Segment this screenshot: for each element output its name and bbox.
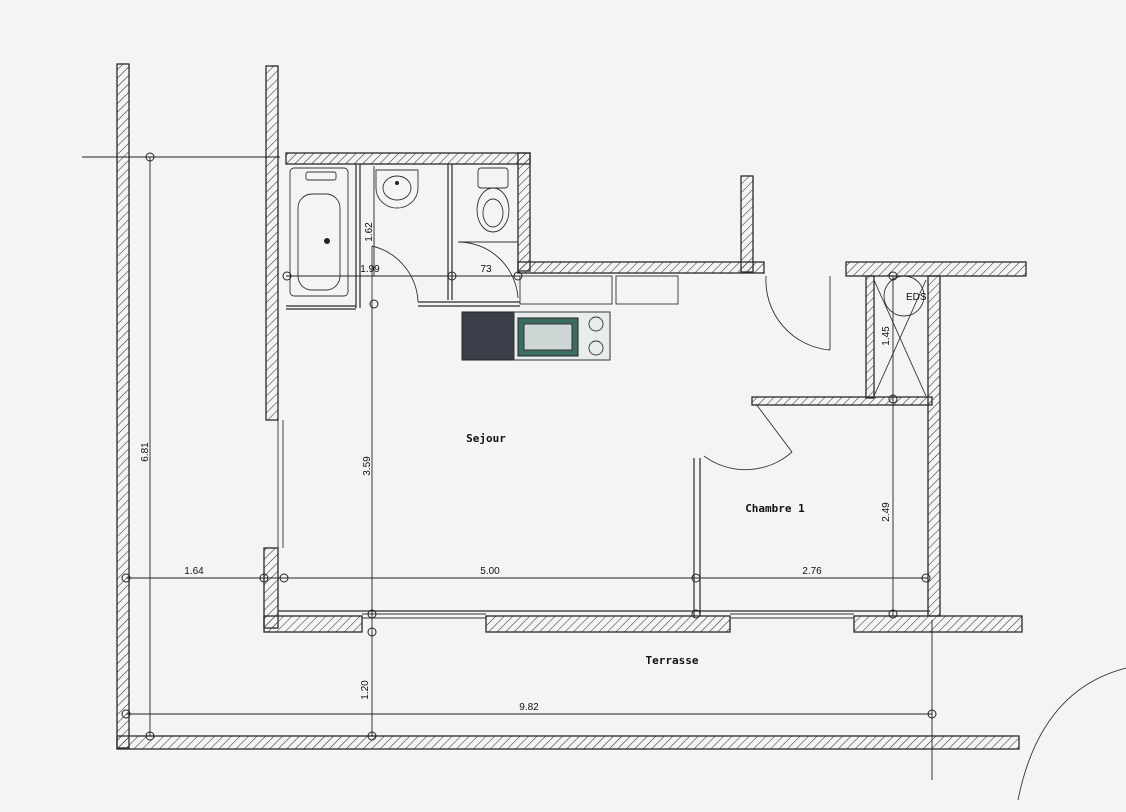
wall-front-2 (485, 615, 731, 633)
room-label-sejour: Sejour (466, 432, 506, 445)
terrace-arc (1017, 667, 1126, 801)
entry-door (765, 275, 831, 351)
fixtures (289, 167, 925, 361)
bathtub-icon (289, 167, 349, 297)
chambre-door (703, 403, 793, 471)
wall-front-3 (853, 615, 1023, 633)
room-label-chambre: Chambre 1 (745, 502, 805, 515)
wall-terrace-bottom (116, 735, 1020, 750)
eds-label: EDS (906, 292, 927, 303)
wall-top-bathroom (285, 152, 531, 165)
toilet-icon (476, 167, 510, 233)
dim-closet-height: 1.45 (881, 326, 892, 346)
room-labels: Sejour Chambre 1 Terrasse EDS (466, 292, 927, 667)
dim-chambre-depth: 2.49 (881, 502, 892, 522)
partitions (277, 164, 930, 619)
wall-chambre-top (751, 396, 933, 406)
kitchen-cabinets (519, 275, 679, 305)
wall-right (927, 275, 941, 617)
sink-icon (375, 169, 419, 209)
doors (371, 241, 1126, 801)
wall-wc-right (517, 152, 531, 272)
wall-far-left (116, 63, 130, 749)
bathroom-door (371, 245, 419, 303)
dim-sejour-depth: 3.59 (362, 456, 373, 476)
hob-icon (461, 311, 515, 361)
dim-sejour-width: 5.00 (480, 566, 500, 577)
water-heater-icon (883, 275, 925, 317)
wall-front-1 (263, 615, 363, 633)
dim-bath-height: 1.62 (364, 222, 375, 242)
wall-left-upper (265, 65, 279, 421)
dim-total-width: 9.82 (519, 702, 539, 713)
dim-wc-width: 73 (480, 264, 492, 275)
dimension-labels: 6.81 3.59 1.62 1.99 73 1.45 2.49 1.64 5.… (140, 222, 892, 713)
dimension-lines (82, 156, 933, 780)
dim-total-height: 6.81 (140, 442, 151, 462)
wall-closet-inner (865, 275, 875, 399)
dim-left-width: 1.64 (184, 566, 204, 577)
walls (116, 63, 1027, 750)
dimension-nodes (121, 152, 937, 741)
dim-terrace-depth: 1.20 (360, 680, 371, 700)
room-label-terrasse: Terrasse (646, 654, 699, 667)
kitchen-sink-icon (513, 311, 611, 361)
dim-bath-width: 1.99 (360, 264, 380, 275)
wall-entry-stub (740, 175, 754, 273)
wall-kitchen-top (517, 261, 765, 274)
wc-door (457, 241, 519, 299)
wall-top-right (845, 261, 1027, 277)
dim-chambre-width: 2.76 (802, 566, 822, 577)
